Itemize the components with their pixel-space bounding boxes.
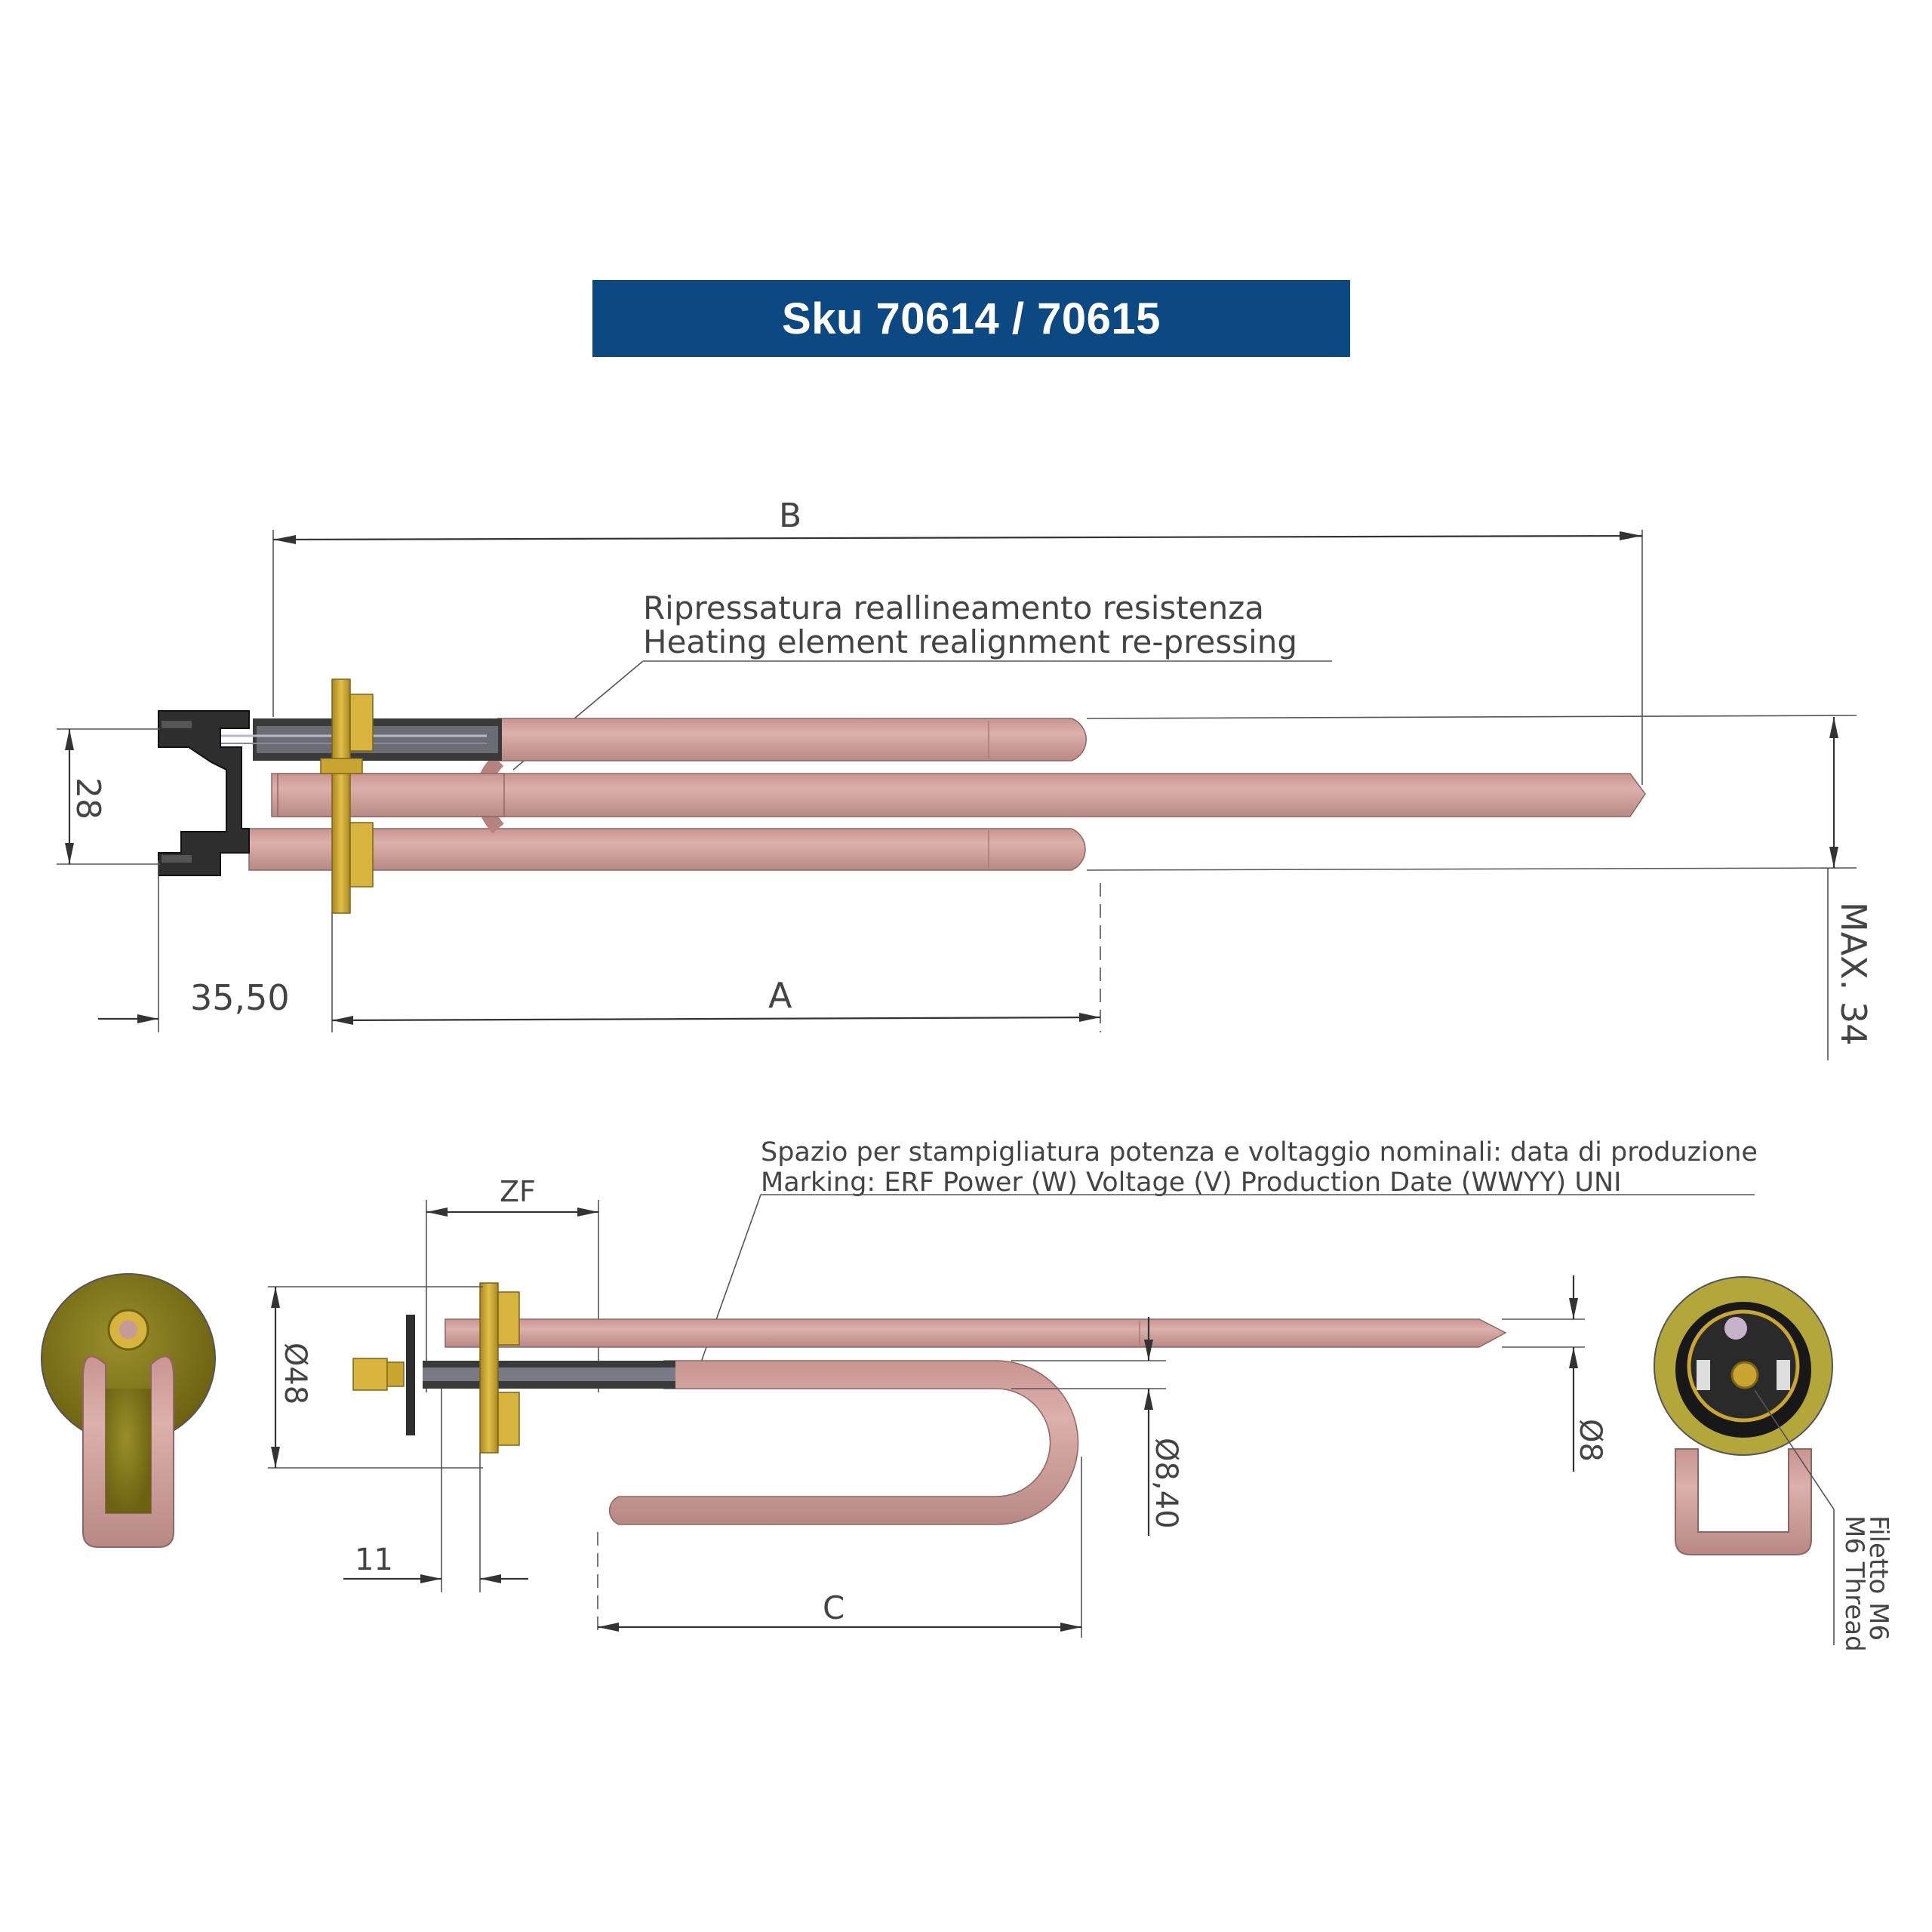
- dim-11-line: [343, 1389, 528, 1592]
- dim-max34-line: [1086, 715, 1857, 1060]
- dim-c-line: [597, 1457, 1082, 1638]
- top-view: B Ripressatura reallineamento resistenza…: [57, 497, 1874, 1060]
- rubber-gasket: [158, 710, 250, 876]
- brass-flange-top: [320, 678, 374, 914]
- side-view: Spazio per stampigliatura potenza e volt…: [268, 1137, 1758, 1638]
- marking-leader: [694, 1194, 761, 1382]
- title-text: Sku 70614 / 70615: [782, 294, 1161, 343]
- dim-c-label: C: [823, 1589, 844, 1626]
- heating-tubes-top: [248, 718, 1646, 871]
- brass-flange-side: [479, 1282, 520, 1454]
- dim-d8-line: [1502, 1275, 1585, 1472]
- thread-label-it: Filetto M6: [1863, 1515, 1894, 1641]
- repressing-note-it: Ripressatura reallineamento resistenza: [643, 589, 1264, 626]
- dim-d48-line: [268, 1286, 483, 1469]
- dim-d8-40-line: [1011, 1317, 1166, 1536]
- right-end-view: [1654, 1276, 1835, 1645]
- dim-a-label: A: [768, 975, 792, 1016]
- title-banner: Sku 70614 / 70615: [592, 280, 1350, 357]
- dim-b-line: [272, 530, 1643, 785]
- dim-d8-40-label: Ø8,40: [1149, 1438, 1183, 1529]
- dim-d48-label: Ø48: [278, 1343, 312, 1404]
- heating-tubes-side: [445, 1318, 1507, 1525]
- marking-note-it: Spazio per stampigliatura potenza e volt…: [761, 1137, 1758, 1168]
- dim-max34-label: MAX. 34: [1833, 902, 1874, 1045]
- dim-d8-label: Ø8: [1573, 1419, 1607, 1462]
- repressing-note-en: Heating element realignment re-pressing: [643, 623, 1297, 660]
- thread-label-en: M6 Thread: [1839, 1515, 1869, 1652]
- dim-35-50-label: 35,50: [190, 977, 290, 1018]
- dim-zf-line: [426, 1200, 599, 1392]
- dim-28-label: 28: [69, 777, 107, 820]
- marking-note-en: Marking: ERF Power (W) Voltage (V) Produ…: [761, 1168, 1621, 1198]
- left-end-view: [41, 1273, 216, 1548]
- dim-a-line: [98, 860, 1101, 1032]
- dim-11-label: 11: [355, 1543, 393, 1577]
- dim-28-line: [57, 728, 160, 865]
- dim-b-label: B: [779, 497, 801, 535]
- dim-zf-label: ZF: [500, 1175, 536, 1208]
